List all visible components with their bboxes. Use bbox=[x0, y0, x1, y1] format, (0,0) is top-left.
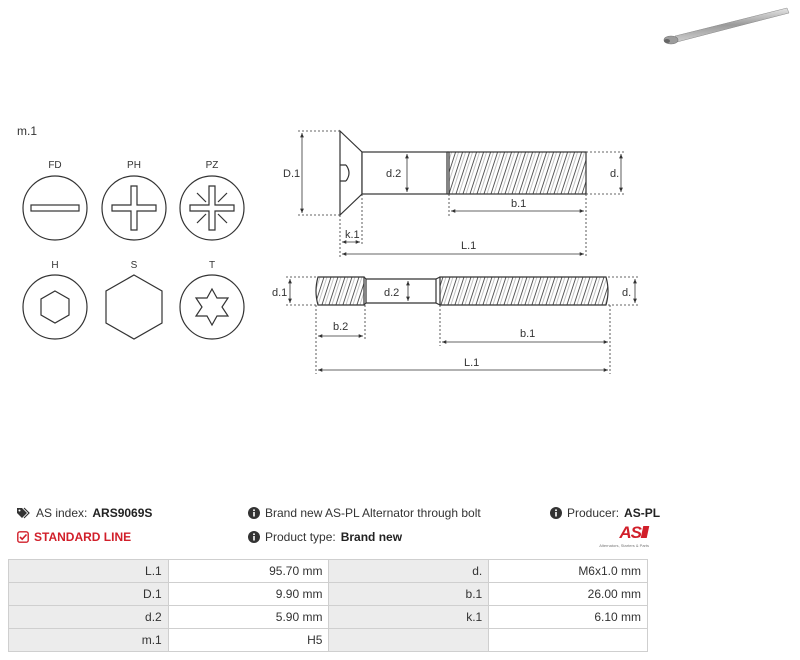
spec-value bbox=[488, 628, 648, 652]
torx-head-icon bbox=[179, 274, 245, 340]
info-icon bbox=[550, 507, 562, 519]
check-square-icon bbox=[17, 531, 29, 543]
stud-bolt-view bbox=[315, 276, 609, 306]
hex-head-icon bbox=[105, 274, 163, 340]
countersunk-bolt-dimensions bbox=[298, 130, 626, 258]
as-index-value: ARS9069S bbox=[92, 506, 153, 520]
table-row: L.1 95.70 mm d. M6x1.0 mm bbox=[8, 559, 648, 583]
spec-value: 6.10 mm bbox=[488, 605, 648, 629]
standard-line-label: STANDARD LINE bbox=[34, 530, 132, 544]
spec-value: M6x1.0 mm bbox=[488, 559, 648, 583]
dim-label-d1-bottom: d.1 bbox=[272, 287, 287, 299]
spec-label: L.1 bbox=[8, 559, 169, 583]
table-row: m.1 H5 bbox=[8, 628, 648, 652]
pozidriv-head-icon bbox=[179, 175, 245, 241]
dim-label-d-bottom: d. bbox=[622, 287, 631, 299]
as-index-label: AS index: bbox=[36, 506, 88, 520]
product-type-value: Brand new bbox=[340, 530, 403, 544]
phillips-head-icon bbox=[101, 175, 167, 241]
specs-table: L.1 95.70 mm d. M6x1.0 mm D.1 9.90 mm b.… bbox=[8, 559, 648, 652]
head-type-label-t: T bbox=[208, 260, 216, 271]
dim-label-l1-bottom: L.1 bbox=[464, 357, 479, 369]
table-row: d.2 5.90 mm k.1 6.10 mm bbox=[8, 605, 648, 629]
dim-label-d2-bottom: d.2 bbox=[384, 287, 399, 299]
spec-value: 9.90 mm bbox=[167, 582, 330, 606]
head-type-label-fd: FD bbox=[48, 160, 62, 171]
spec-label bbox=[328, 628, 490, 652]
standard-line-badge: STANDARD LINE bbox=[17, 530, 131, 544]
spec-value: H5 bbox=[167, 628, 330, 652]
dim-label-d-top: d. bbox=[610, 168, 619, 180]
spec-value: 5.90 mm bbox=[167, 605, 330, 629]
product-type: Product type: Brand new bbox=[248, 530, 402, 544]
head-type-label-s: S bbox=[130, 260, 138, 271]
head-types-title: m.1 bbox=[17, 124, 38, 138]
spec-value: 26.00 mm bbox=[488, 582, 648, 606]
dim-label-d2-top: d.2 bbox=[386, 168, 401, 180]
spec-label: D.1 bbox=[8, 582, 169, 606]
as-pl-logo: AS Alternators, Starters & Parts bbox=[585, 523, 651, 551]
slotted-head-icon bbox=[22, 175, 88, 241]
spec-label: d.2 bbox=[8, 605, 169, 629]
spec-label: k.1 bbox=[328, 605, 490, 629]
dim-label-d1-top: D.1 bbox=[283, 168, 300, 180]
dim-label-l1-top: L.1 bbox=[461, 240, 476, 252]
as-index: AS index: ARS9069S bbox=[17, 506, 152, 520]
hex-socket-head-icon bbox=[22, 274, 88, 340]
product-thumbnail bbox=[663, 7, 790, 45]
head-type-label-h: H bbox=[51, 260, 59, 271]
head-type-label-ph: PH bbox=[127, 160, 141, 171]
stud-bolt-dimensions bbox=[286, 276, 640, 374]
info-icon bbox=[248, 507, 260, 519]
dim-label-b2-bottom: b.2 bbox=[333, 321, 348, 333]
spec-label: d. bbox=[328, 559, 490, 583]
countersunk-bolt-view bbox=[339, 129, 587, 217]
producer-value: AS-PL bbox=[624, 506, 661, 520]
product-type-label: Product type: bbox=[265, 530, 336, 544]
spec-label: b.1 bbox=[328, 582, 490, 606]
head-types-svg bbox=[22, 175, 245, 340]
spec-label: m.1 bbox=[8, 628, 169, 652]
dim-label-k1-top: k.1 bbox=[345, 229, 360, 241]
logo-text: AS bbox=[619, 523, 642, 542]
producer: Producer: AS-PL bbox=[550, 506, 660, 520]
spec-value: 95.70 mm bbox=[167, 559, 330, 583]
tag-icon bbox=[17, 507, 30, 519]
info-icon bbox=[248, 531, 260, 543]
bolt-technical-drawing: D.1 d.2 d. b.1 k.1 L.1 d.1 d.2 d. b.2 b.… bbox=[272, 129, 640, 374]
dim-label-b1-bottom: b.1 bbox=[520, 328, 535, 340]
producer-label: Producer: bbox=[567, 506, 620, 520]
head-type-label-pz: PZ bbox=[205, 160, 219, 171]
product-description: Brand new AS-PL Alternator through bolt bbox=[248, 506, 481, 520]
description-text: Brand new AS-PL Alternator through bolt bbox=[265, 506, 481, 520]
logo-tagline: Alternators, Starters & Parts bbox=[599, 543, 649, 548]
logo-mark-icon bbox=[640, 526, 650, 538]
dim-label-b1-top: b.1 bbox=[511, 198, 526, 210]
table-row: D.1 9.90 mm b.1 26.00 mm bbox=[8, 582, 648, 606]
